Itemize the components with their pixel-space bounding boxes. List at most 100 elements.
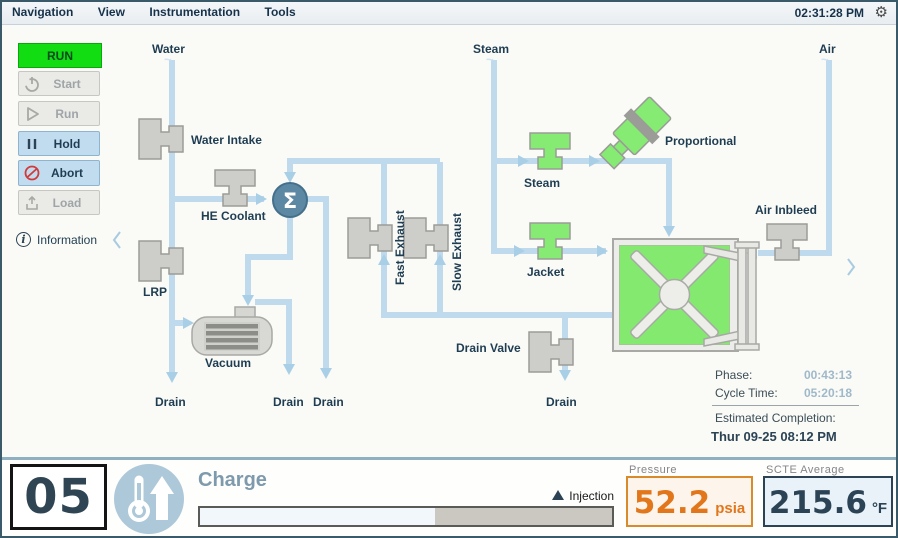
injection-marker-icon: [552, 490, 565, 500]
menu-bar: Navigation View Instrumentation Tools 02…: [2, 2, 896, 25]
air-pipe: [826, 60, 832, 250]
he-coolant-pipe: [172, 196, 264, 202]
cycle-time-value: 05:20:18: [803, 386, 852, 400]
steam-chamber-pipe-h: [494, 158, 672, 164]
chamber-interior: [619, 245, 730, 345]
phase-label: Phase:: [715, 368, 753, 382]
chamber-drain-pipe: [381, 312, 614, 318]
status-divider: [712, 405, 859, 406]
heat-exchanger-icon[interactable]: Σ: [271, 181, 309, 219]
steam-supply-label: Steam: [473, 42, 510, 56]
drain-valve-label: Drain Valve: [456, 341, 521, 355]
he-drain-arrow-icon: [320, 368, 332, 379]
load-button[interactable]: Load: [18, 190, 100, 215]
jacket-in-arrow-icon: [514, 245, 525, 257]
pause-icon: [19, 135, 45, 153]
run-status-badge: RUN: [18, 43, 102, 68]
thermometer-up-icon: [114, 464, 184, 534]
he-coolant-label: HE Coolant: [201, 209, 266, 223]
phase-value: 00:43:13: [803, 368, 852, 382]
exhaust-top-pipe: [287, 158, 440, 164]
svg-text:Σ: Σ: [283, 189, 297, 213]
abort-button[interactable]: Abort: [18, 160, 100, 186]
start-button[interactable]: Start: [18, 71, 100, 96]
he-coolant-valve[interactable]: [214, 169, 256, 207]
scte-average-unit: °F: [871, 500, 888, 517]
scte-average-display: 215.6 °F: [763, 476, 893, 527]
water-drain-arrow-icon: [166, 372, 178, 383]
run-label: Run: [55, 106, 79, 121]
proportional-valve[interactable]: [592, 90, 680, 178]
water-pipe: [169, 60, 175, 374]
drain-valve[interactable]: [528, 331, 574, 373]
he-in-arrow-icon: [256, 193, 267, 205]
lrp-label: LRP: [143, 285, 167, 299]
scte-average-value: 215.6: [768, 485, 867, 521]
slow-exhaust-label: Slow Exhaust: [450, 212, 464, 291]
jacket-valve[interactable]: [529, 222, 571, 260]
vacuum-feed-pipe: [245, 257, 251, 297]
menu-view[interactable]: View: [97, 5, 125, 19]
vacuum-drain-pipe: [286, 299, 292, 365]
fast-exhaust-valve[interactable]: [347, 217, 393, 259]
step-number-box: 05: [10, 464, 107, 530]
drain-label-4: Drain: [546, 395, 577, 409]
drain-label-2: Drain: [273, 395, 304, 409]
steam-chamber-arrow-icon: [663, 226, 675, 237]
clock: 02:31:28 PM: [794, 6, 864, 20]
info-icon: i: [16, 232, 31, 247]
completion-value: Thur 09-25 08:12 PM: [711, 429, 837, 444]
air-supply-break: ~: [821, 52, 829, 67]
pressure-value: 52.2: [633, 485, 711, 521]
abort-icon: [19, 164, 45, 182]
slow-exhaust-arrow-icon: [434, 254, 446, 265]
hold-button[interactable]: Hold: [18, 131, 100, 156]
menu-instrumentation[interactable]: Instrumentation: [149, 5, 241, 19]
steam-chamber-pipe-v: [666, 158, 672, 228]
water-intake-valve[interactable]: [138, 118, 184, 160]
fast-exhaust-arrow-icon: [378, 254, 390, 265]
phase-name: Charge: [198, 469, 267, 491]
water-supply-break: ~: [164, 52, 172, 67]
jacket-chamber-arrow-icon: [597, 245, 608, 257]
completion-label: Estimated Completion:: [715, 411, 836, 425]
slow-exhaust-valve[interactable]: [403, 217, 449, 259]
cycle-time-label: Cycle Time:: [715, 386, 778, 400]
start-label: Start: [53, 76, 81, 91]
injection-marker: Injection: [497, 489, 614, 503]
drain-label-1: Drain: [155, 395, 186, 409]
footer-divider: [2, 457, 896, 460]
he-out-pipe: [305, 196, 329, 202]
chamber-agitator-icon: [630, 250, 719, 339]
water-intake-label: Water Intake: [191, 133, 262, 147]
pressure-label: Pressure: [629, 464, 678, 476]
vacuum-pump[interactable]: [190, 297, 274, 359]
cycle-progress-bar: [198, 506, 614, 527]
he-vacuum-pipe-v: [287, 215, 293, 259]
information-link[interactable]: i Information: [16, 232, 97, 247]
run-button[interactable]: Run: [18, 101, 100, 126]
menu-navigation[interactable]: Navigation: [12, 5, 74, 19]
gear-icon[interactable]: ⚙: [874, 4, 888, 21]
steam-valve[interactable]: [529, 132, 571, 170]
fast-exhaust-label: Fast Exhaust: [393, 210, 407, 285]
jacket-label: Jacket: [527, 265, 565, 279]
chamber-door: [703, 241, 760, 351]
footer-bar: 05 Charge Injection Pressure 52.2 psia S…: [2, 460, 896, 536]
air-inbleed-valve[interactable]: [766, 223, 808, 261]
lrp-valve[interactable]: [138, 240, 184, 282]
steam-valve-label: Steam: [524, 176, 561, 190]
air-inbleed-label: Air Inbleed: [755, 203, 818, 217]
proportional-label: Proportional: [665, 134, 737, 148]
pressure-display: 52.2 psia: [626, 476, 753, 527]
he-feed-arrow-icon: [284, 172, 296, 183]
chevron-left-icon[interactable]: [111, 230, 123, 250]
load-icon: [19, 194, 45, 212]
he-drain-pipe: [323, 198, 329, 370]
chevron-right-icon[interactable]: [845, 257, 857, 277]
vacuum-feed-arrow-icon: [242, 295, 254, 306]
vacuum-in-arrow-icon: [183, 317, 194, 329]
vacuum-drain-arrow-icon: [283, 364, 295, 375]
menu-tools[interactable]: Tools: [264, 5, 296, 19]
